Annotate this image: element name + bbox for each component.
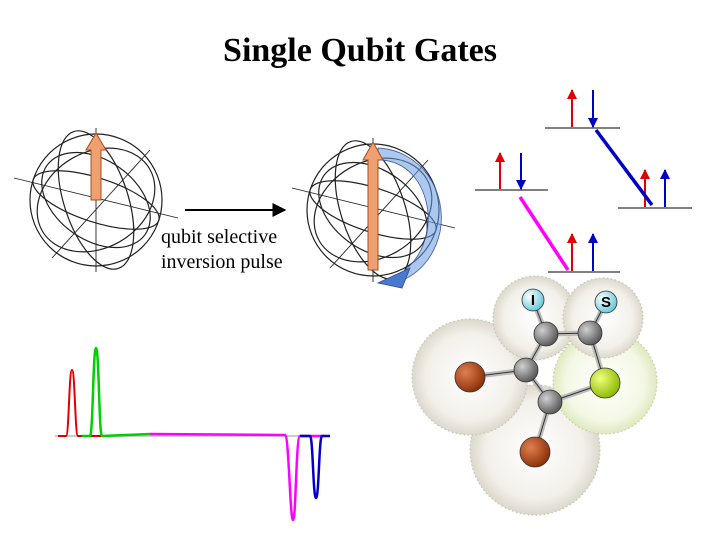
energy-level-diagram: [475, 89, 692, 273]
pulse-caption: qubit selective inversion pulse: [161, 225, 283, 275]
sphere-meridian-2: [36, 147, 156, 253]
peak-red: [58, 368, 110, 437]
atom-carbon-1: [533, 321, 559, 347]
atom-label-I: I: [531, 292, 535, 309]
sphere-meridian-1: [57, 130, 135, 270]
peak-blue: [300, 434, 330, 500]
sphere-meridian-3: [318, 161, 428, 259]
atom-chlorine: [589, 367, 621, 399]
cloud-top-right: [562, 277, 644, 359]
molecule-model: I S: [411, 275, 658, 516]
atom-carbon-4: [537, 389, 563, 415]
sphere-equator: [32, 170, 160, 230]
caption-line-2: inversion pulse: [161, 251, 283, 273]
bloch-sphere-inverted: [291, 138, 456, 289]
axis-y: [51, 149, 151, 259]
atoms: [454, 288, 621, 468]
rotation-arc: [377, 147, 442, 284]
caption-line-1: qubit selective: [161, 226, 278, 248]
atom-carbon-3: [513, 357, 539, 383]
transition-blue: [594, 128, 654, 207]
bloch-arrow-up: [85, 132, 107, 201]
electron-clouds: [411, 275, 658, 516]
bloch-sphere-initial: [13, 128, 179, 272]
axis-y: [329, 159, 429, 269]
atom-bromine-bottom: [519, 436, 551, 468]
atom-label-S: S: [601, 294, 611, 311]
peak-green: [82, 346, 151, 438]
sphere-meridian-3: [41, 151, 151, 249]
atom-bromine-left: [454, 361, 486, 393]
atom-hydrogen-I: [521, 288, 545, 312]
atom-hydrogen-S: [594, 290, 618, 314]
nmr-spectrum: [55, 346, 330, 522]
transition-magenta: [518, 196, 570, 271]
slide-title: Single Qubit Gates: [223, 32, 497, 69]
peak-magenta: [149, 432, 325, 522]
atom-carbon-2: [577, 320, 603, 346]
rotation-arc-head: [376, 267, 411, 289]
bloch-arrow-inverted: [362, 140, 384, 271]
